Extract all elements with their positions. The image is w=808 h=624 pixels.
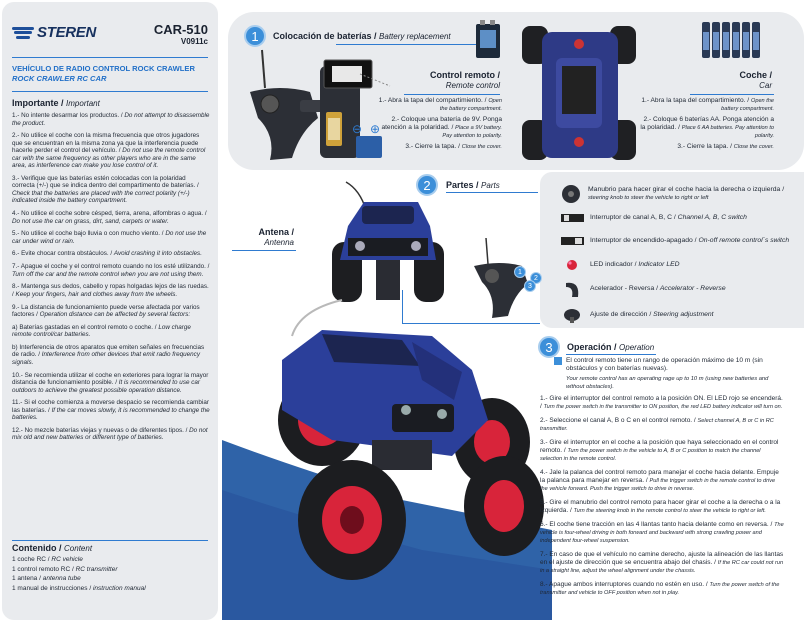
operation-intro: El control remoto tiene un rango de oper… — [566, 357, 769, 390]
divider — [404, 94, 500, 95]
remote-steps: 1.- Abra la tapa del compartimiento. / O… — [378, 97, 502, 150]
product-title-en: ROCK CRAWLER RC CAR — [12, 74, 107, 83]
part-led: LED indicador / Indicator LED — [560, 254, 800, 276]
content-item: 1 manual de instrucciones / instruction … — [12, 584, 146, 592]
trim-icon — [560, 305, 584, 325]
divider — [446, 192, 538, 193]
rule-item: 5.- No utilice el coche bajo lluvia o co… — [12, 230, 207, 245]
step-number-badge: 1 — [244, 25, 266, 47]
rules-list: 1.- No intente desarmar los productos. /… — [12, 112, 210, 447]
important-heading: Importante / Important — [12, 98, 100, 108]
contents-heading: Contenido / Content — [12, 543, 93, 553]
polarity-minus-icon: ⊖ — [352, 122, 363, 136]
step-number-badge: 3 — [538, 336, 560, 358]
divider — [402, 323, 540, 324]
operation-heading: Operación / Operation — [567, 342, 655, 352]
part-channel-switch: Interruptor de canal A, B, C / Channel A… — [560, 208, 800, 228]
content-item: 1 coche RC / RC vehicle — [12, 556, 83, 563]
contents-list: 1 coche RC / RC vehicle 1 control remoto … — [12, 555, 146, 593]
car-heading: Coche / Car — [739, 70, 772, 90]
part-trigger: Acelerador - Reversa / Accelerator - Rev… — [560, 276, 800, 302]
callout-1: 1 — [514, 266, 526, 278]
part-power-switch: Interruptor de encendido-apagado / On-of… — [560, 228, 800, 254]
led-icon — [560, 255, 584, 275]
model-block: CAR-510 V0911c — [154, 22, 208, 46]
divider — [336, 44, 492, 45]
rule-item: b) Interferencia de otros aparatos que e… — [12, 343, 205, 366]
rule-item: 11.- Si el coche comienza a moverse desp… — [12, 399, 210, 422]
9v-battery-icon — [356, 136, 382, 158]
step-number-badge: 2 — [416, 174, 438, 196]
polarity-plus-icon: ⊕ — [370, 122, 381, 136]
rule-item: 7.- Apague el coche y el control remoto … — [12, 263, 210, 278]
car-steps: 1.- Abra la tapa del compartimiento. / O… — [640, 97, 774, 150]
content-item: 1 control remoto RC / RC transmitter — [12, 565, 118, 573]
part-steering-knob: Manubrio para hacer girar el coche hacia… — [560, 180, 800, 208]
divider — [566, 354, 656, 355]
car-front-image — [332, 181, 444, 302]
rule-item: 12.- No mezcle baterías viejas y nuevas … — [12, 426, 208, 442]
car-chassis-illustration — [522, 26, 636, 160]
content-item: 1 antena / antenna tube — [12, 575, 81, 582]
divider — [690, 94, 774, 95]
rule-item: 1.- No intente desarmar los productos. /… — [12, 112, 210, 127]
remote-battery-illustration — [250, 49, 391, 160]
divider — [12, 91, 208, 92]
parts-list-panel — [540, 172, 804, 328]
trigger-icon — [560, 279, 584, 299]
divider — [402, 290, 403, 323]
operation-steps: 1.- Gire el interruptor del control remo… — [540, 395, 784, 596]
9v-battery-image — [476, 20, 500, 58]
rule-item: 9.- La distancia de funcionamiento puede… — [12, 303, 200, 319]
rule-item: 10.- Se recomienda utilizar el coche en … — [12, 371, 209, 394]
divider — [232, 250, 296, 251]
rule-item: 6.- Evite chocar contra obstáculos. / Av… — [12, 250, 202, 258]
steren-logo: STEREN — [12, 24, 96, 41]
part-steering-trim: Ajuste de dirección / Steering adjustmen… — [560, 302, 800, 328]
product-title-es: VEHÍCULO DE RADIO CONTROL ROCK CRAWLER — [12, 64, 195, 73]
aa-batteries-image — [702, 22, 760, 58]
model-number: CAR-510 — [153, 22, 208, 37]
battery-heading: Colocación de baterías / Battery replace… — [273, 31, 451, 41]
rule-item: 2.- No utilice el coche con la misma fre… — [12, 132, 206, 170]
logo-mark-icon — [12, 26, 34, 40]
rule-item: 3.- Verifique que las baterías estén col… — [12, 174, 199, 205]
bullet-icon — [554, 357, 562, 365]
steering-knob-icon — [560, 184, 582, 204]
brand-name: STEREN — [37, 24, 97, 41]
parts-list: Manubrio para hacer girar el coche hacia… — [560, 180, 800, 328]
rule-item: a) Baterías gastadas en el control remot… — [12, 323, 191, 339]
power-switch-icon — [560, 231, 584, 251]
parts-heading: Partes / Parts — [446, 180, 500, 190]
rule-item: 4.- No utilice el coche sobre césped, ti… — [12, 210, 207, 225]
channel-switch-icon — [560, 208, 584, 228]
rule-item: 8.- Mantenga sus dedos, cabello y ropas … — [12, 283, 209, 298]
divider — [12, 540, 208, 541]
callout-3: 3 — [524, 280, 536, 292]
rock-crawler-car-image — [222, 299, 552, 620]
antenna-label: Antena / Antenna — [258, 227, 294, 247]
remote-heading: Control remoto / Remote control — [430, 70, 500, 90]
divider — [12, 57, 208, 58]
version-code: V0911c — [180, 37, 208, 46]
transmitter-image — [474, 237, 528, 318]
left-panel: STEREN CAR-510 V0911c VEHÍCULO DE RADIO … — [2, 2, 218, 620]
